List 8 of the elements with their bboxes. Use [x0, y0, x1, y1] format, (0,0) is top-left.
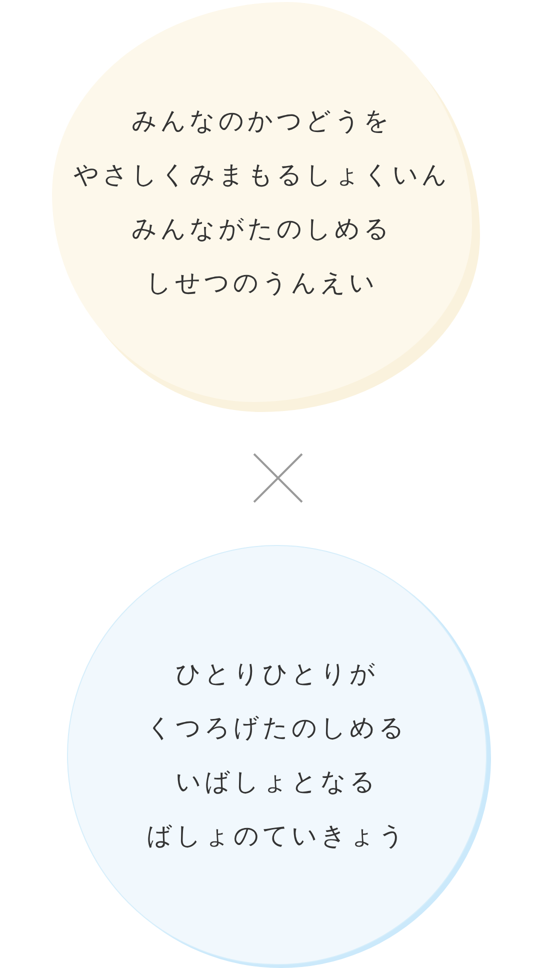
text-line: みんなのかつどうを: [132, 105, 392, 137]
text-line: みんながたのしめる: [132, 213, 392, 245]
text-line: くつろげたのしめる: [146, 712, 408, 744]
text-line: やさしくみまもるしょくいん: [74, 159, 450, 191]
text-line: いばしょとなる: [176, 766, 378, 798]
text-line: しせつのうんえい: [146, 267, 378, 299]
text-line: ばしょのていきょう: [146, 820, 408, 852]
text-line: ひとりひとりが: [176, 658, 378, 690]
